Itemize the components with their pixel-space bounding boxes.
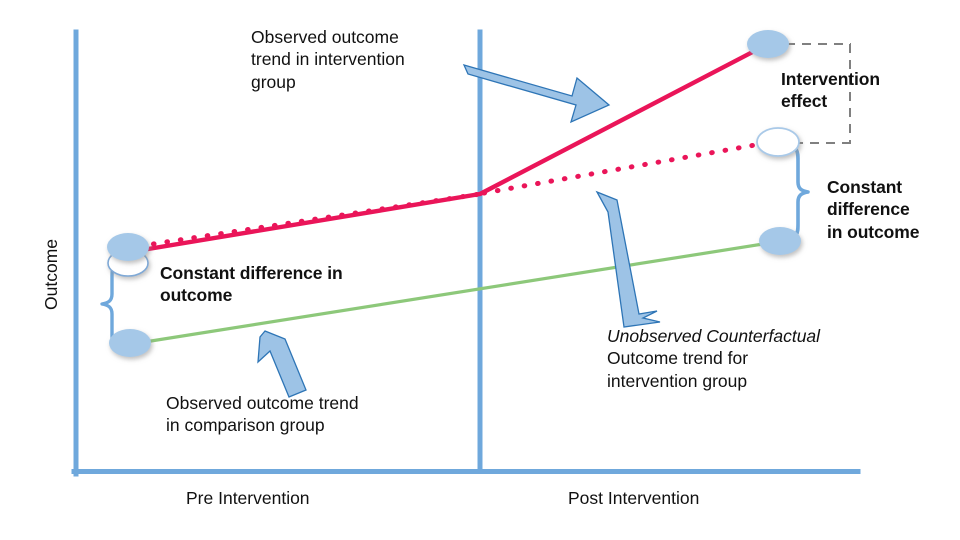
x-tick-label-pre-intervention: Pre Intervention (186, 488, 310, 508)
counterfactual-trend-line (137, 139, 775, 249)
data-point-markers (107, 30, 801, 357)
annotation-arrows (257, 63, 661, 398)
annotation-constant-difference-right: Constant difference in outcome (827, 177, 920, 242)
marker-pre-comparison (109, 329, 151, 357)
marker-post-counterfactual (756, 127, 800, 157)
arrow-observed-comparison (257, 330, 307, 398)
marker-pre-intervention-observed (107, 233, 149, 261)
marker-post-comparison (759, 227, 801, 255)
y-axis-label: Outcome (41, 239, 61, 310)
annotation-intervention-effect: Intervention effect (781, 69, 880, 112)
annotation-observed-comparison-trend: Observed outcome trend in comparison gro… (166, 393, 359, 436)
marker-post-intervention-observed (747, 30, 789, 58)
annotation-observed-intervention-trend: Observed outcome trend in intervention g… (251, 27, 405, 92)
intervention-effect-dashed-bracket (786, 43, 851, 144)
comparison-group-trend-line (130, 239, 784, 346)
axes-group (71, 29, 861, 477)
annotation-counterfactual-title: Unobserved Counterfactual (607, 326, 821, 346)
intervention-group-trend-line (127, 42, 769, 255)
arrow-observed-intervention (462, 63, 611, 124)
constant-difference-right-brace (782, 141, 810, 243)
x-tick-label-post-intervention: Post Intervention (568, 488, 700, 508)
arrow-counterfactual (595, 190, 661, 328)
annotation-counterfactual-detail: Outcome trend for intervention group (607, 348, 749, 391)
annotation-constant-difference-left: Constant difference in outcome (160, 263, 343, 306)
